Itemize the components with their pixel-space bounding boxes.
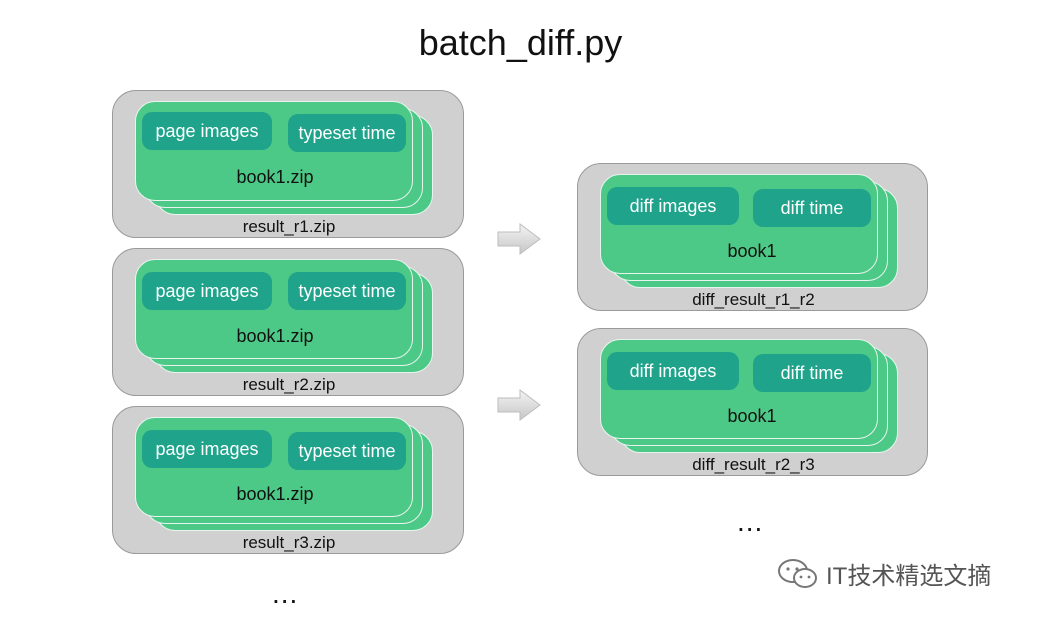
page-images-chip: page images <box>142 112 272 150</box>
result-label: result_r1.zip <box>242 217 336 236</box>
typeset-time-chip: typeset time <box>288 114 406 152</box>
page-images-chip: page images <box>142 272 272 310</box>
diff-time-chip: diff time <box>753 354 871 392</box>
typeset-time-chip: typeset time <box>288 272 406 310</box>
book-card: page images typeset time book1.zip <box>135 101 413 201</box>
ellipsis-left: ... <box>272 578 299 609</box>
right-arrow-icon <box>497 389 541 421</box>
diff-images-chip: diff images <box>607 187 739 225</box>
diff-result-label: diff_result_r1_r2 <box>692 290 815 309</box>
book-label: book1.zip <box>236 484 314 504</box>
wechat-icon <box>778 558 817 588</box>
book-card: diff images diff time book1 <box>600 174 878 274</box>
watermark: IT技术精选文摘 <box>776 556 991 591</box>
page-images-chip: page images <box>142 430 272 468</box>
book-card: page images typeset time book1.zip <box>135 417 413 517</box>
diff-time-chip: diff time <box>753 189 871 227</box>
book-label: book1.zip <box>236 167 314 187</box>
book-label: book1.zip <box>236 326 314 346</box>
diagram-title: batch_diff.py <box>418 22 623 63</box>
right-arrow-icon <box>497 223 541 255</box>
result-group-r2: page images typeset time book1.zip resul… <box>112 248 464 396</box>
diff-images-chip: diff images <box>607 352 739 390</box>
book-card: diff images diff time book1 <box>600 339 878 439</box>
watermark-text: IT技术精选文摘 <box>826 563 992 590</box>
book-card: page images typeset time book1.zip <box>135 259 413 359</box>
diff-result-label: diff_result_r2_r3 <box>692 455 815 474</box>
result-group-r1: page images typeset time book1.zip resul… <box>112 90 464 238</box>
result-label: result_r3.zip <box>242 533 336 552</box>
typeset-time-chip: typeset time <box>288 432 406 470</box>
book-label: book1 <box>727 241 777 261</box>
diff-group-r2-r3: diff images diff time book1 diff_result_… <box>577 328 928 476</box>
result-group-r3: page images typeset time book1.zip resul… <box>112 406 464 554</box>
ellipsis-right: ... <box>737 506 764 537</box>
result-label: result_r2.zip <box>242 375 336 394</box>
book-label: book1 <box>727 406 777 426</box>
diff-group-r1-r2: diff images diff time book1 diff_result_… <box>577 163 928 311</box>
